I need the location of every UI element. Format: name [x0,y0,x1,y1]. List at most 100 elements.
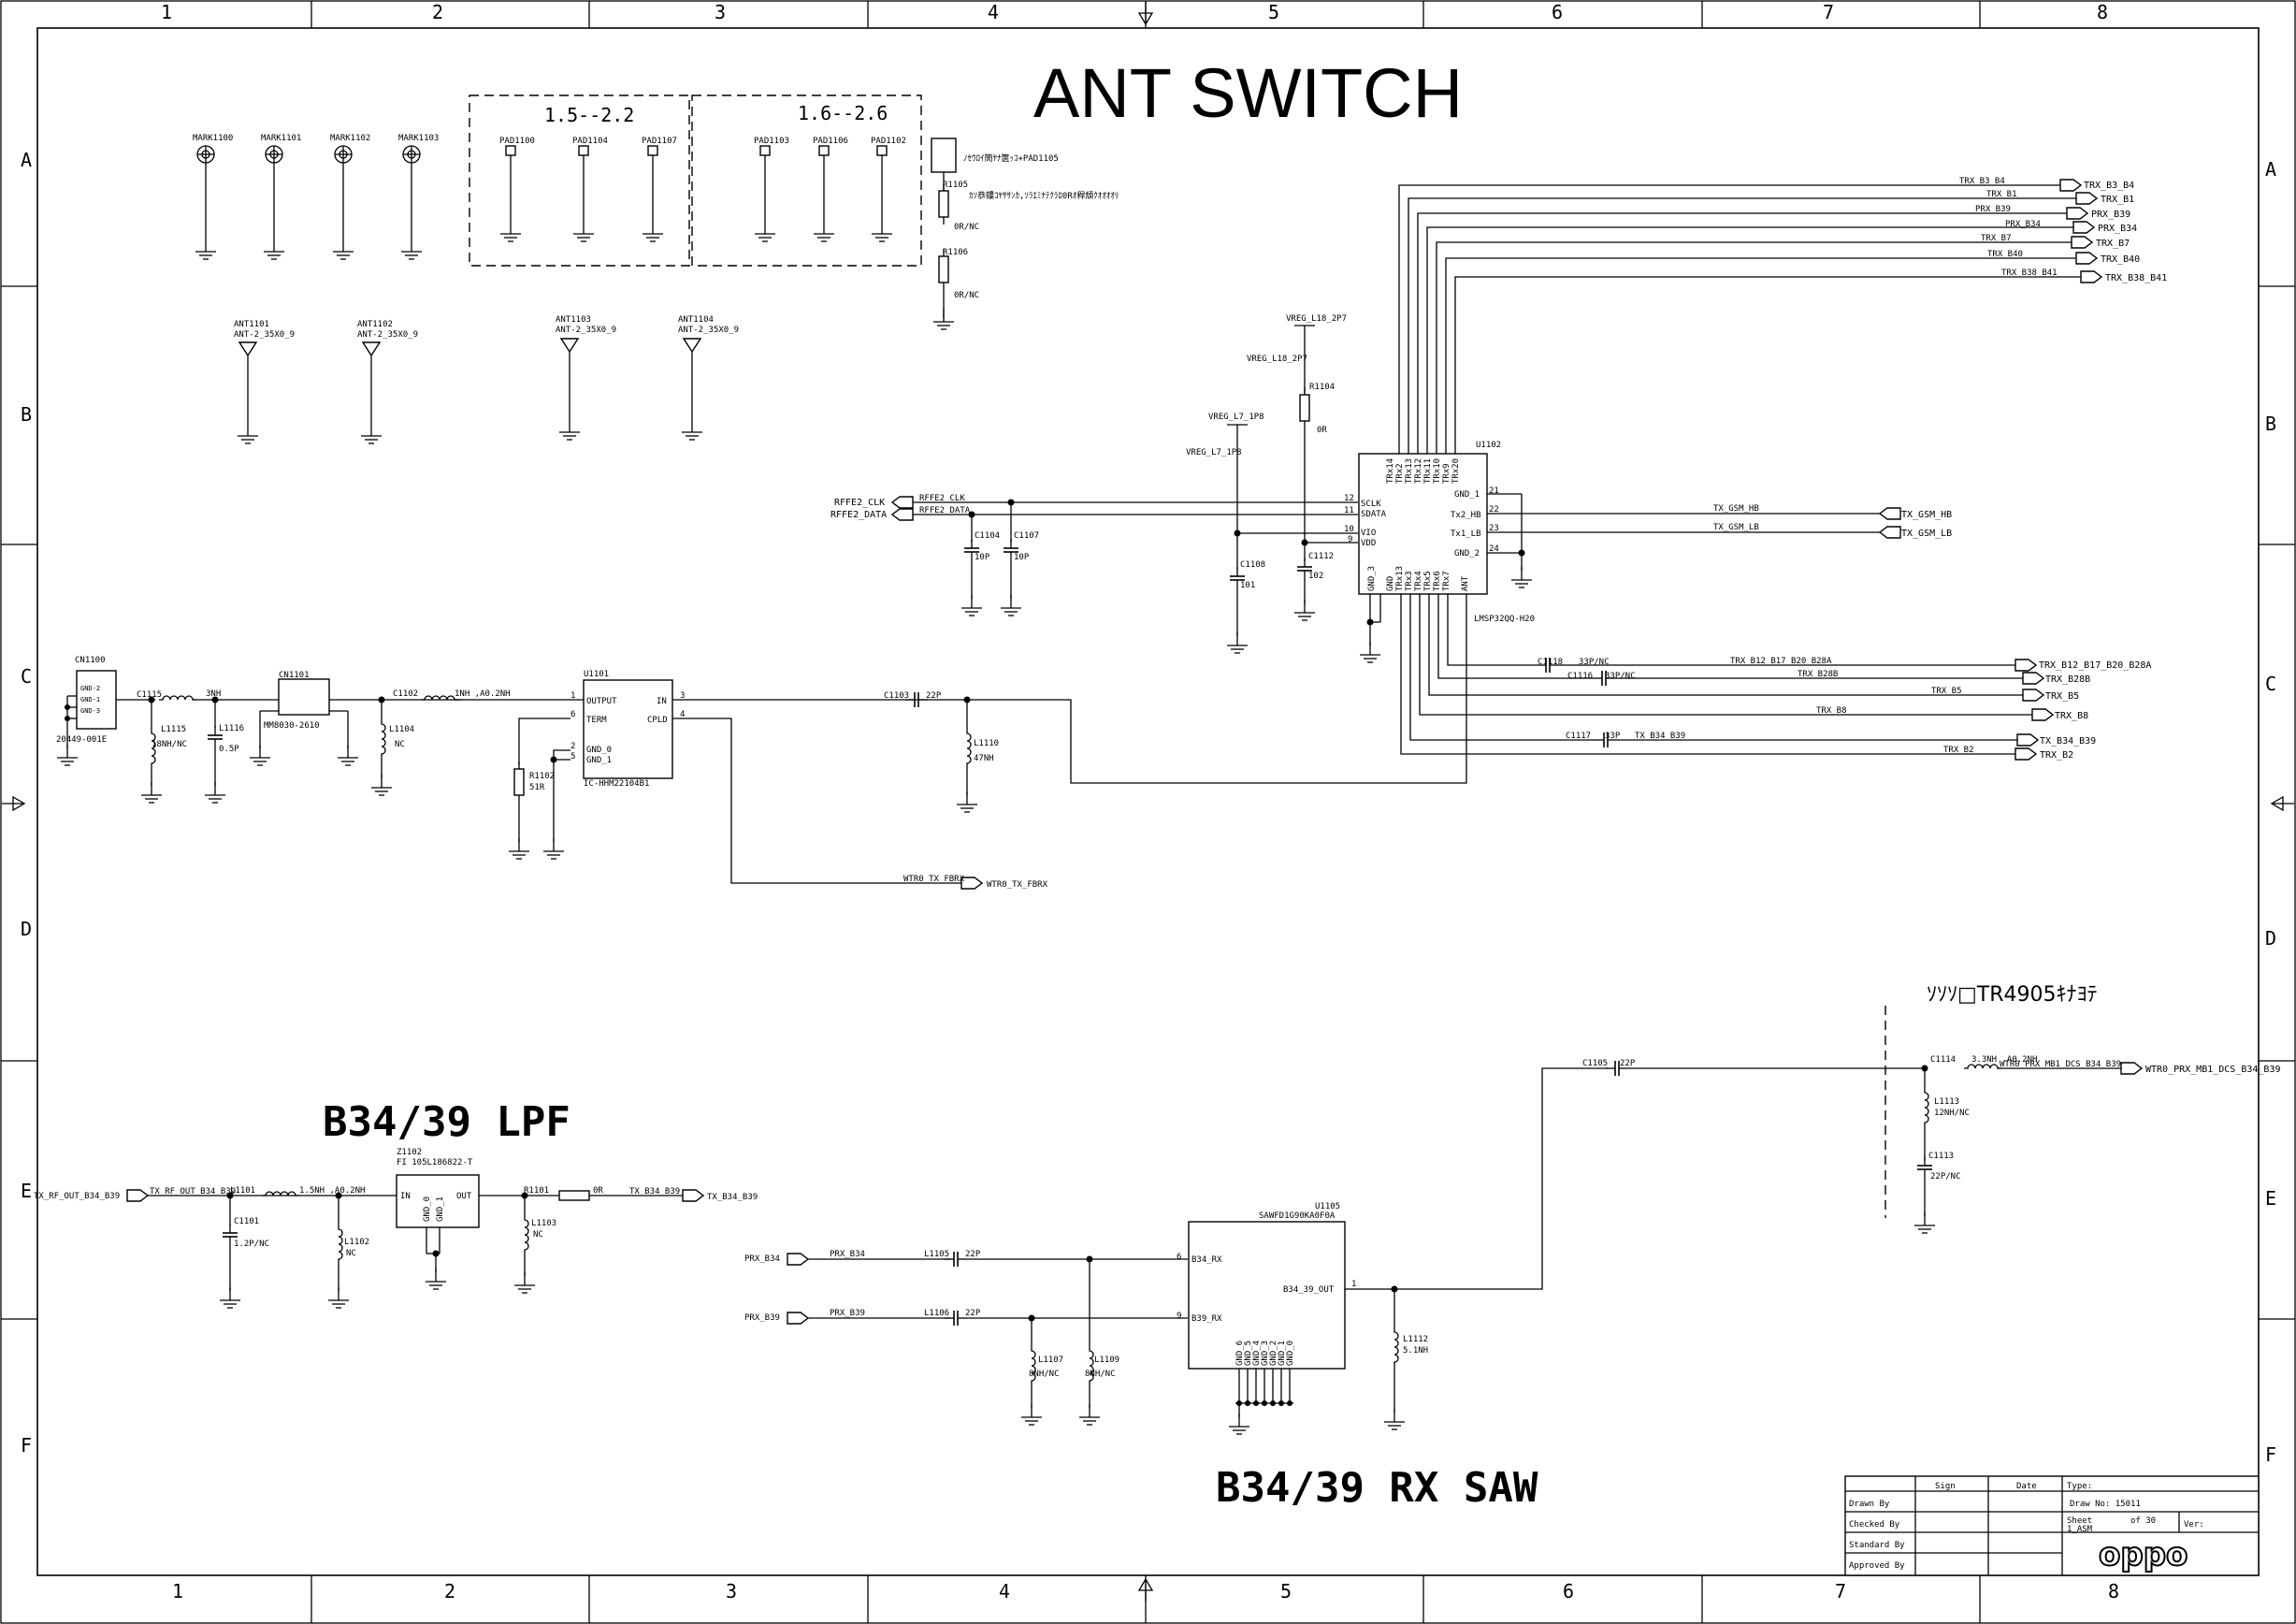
svg-text:VREG_L18_2P7: VREG_L18_2P7 [1247,355,1307,364]
rffe-clk-port-label: RFFE2_CLK [834,498,885,508]
tb-drawn: Drawn By [1849,1500,1890,1509]
svg-text:L1104: L1104 [389,725,414,734]
svg-text:GND_0: GND_0 [423,1196,432,1222]
svg-text:TRx5: TRx5 [1423,571,1433,591]
saw-section: PRX_B34 PRX_B39 PRX_B34 PRX_B39 L1105 L1… [744,1067,1609,1435]
svg-text:TRX_B2: TRX_B2 [1943,746,1974,755]
tb-checked: Checked By [1849,1520,1900,1530]
svg-text:C1108: C1108 [1240,560,1265,570]
svg-text:C1105: C1105 [1582,1059,1608,1068]
range-right-label: 1.6--2.6 [798,102,888,124]
port-prx-b34: PRX_B34 [2098,224,2137,234]
svg-text:20449-001E: 20449-001E [56,735,107,745]
svg-text:B34_39_OUT: B34_39_OUT [1283,1285,1335,1295]
svg-text:R1106: R1106 [943,248,968,257]
port-trx-b8: TRX_B8 [2055,711,2088,721]
zone-col-2: 2 [432,1,443,23]
svg-text:ANT: ANT [1461,575,1470,591]
svg-text:PRX_B34: PRX_B34 [2005,220,2041,229]
svg-text:GND-3: GND-3 [80,707,100,715]
svg-text:PAD1100: PAD1100 [499,137,535,146]
port-tx-b34-b39: TX_B34_B39 [2040,736,2096,747]
svg-text:TRx2: TRx2 [1395,463,1405,484]
u1102-body [1358,453,1488,595]
tb-sign: Sign [1935,1482,1956,1491]
svg-text:TRX_B38_B41: TRX_B38_B41 [2001,268,2058,278]
port-prx-b34-saw: PRX_B34 [744,1254,780,1264]
svg-text:22P: 22P [926,691,942,701]
zone-row-b-r: B [2265,413,2276,435]
zone-col-1b: 1 [172,1580,183,1602]
fiducial-mark: MARK1100 [193,134,233,260]
svg-text:PAD1102: PAD1102 [871,137,906,146]
tb-type: Type: [2067,1482,2092,1491]
svg-text:3.3NH ,A0.2NH: 3.3NH ,A0.2NH [1971,1055,2037,1065]
svg-text:OUTPUT: OUTPUT [586,697,617,706]
u1105-body [1188,1221,1346,1370]
pad: PAD1104 [572,137,608,242]
tb-ver: Ver: [2184,1520,2204,1530]
svg-text:0R: 0R [593,1186,603,1196]
svg-text:SDATA: SDATA [1361,510,1387,519]
svg-text:12: 12 [1344,494,1354,503]
zone-row-f-r: F [2265,1443,2276,1466]
port-trx-b3-b4: TRX_B3_B4 [2084,181,2134,191]
svg-text:TRx9: TRx9 [1442,463,1451,484]
svg-text:VDD: VDD [1361,539,1376,548]
svg-text:RFFE2_DATA: RFFE2_DATA [919,506,971,515]
svg-text:OUT: OUT [456,1192,472,1201]
pad: PAD1102 [871,137,906,242]
svg-text:GND_1: GND_1 [1454,490,1480,500]
pad1105-shape [931,138,957,173]
range-box-right [691,94,922,267]
zone-col-3: 3 [715,1,726,23]
svg-text:5: 5 [570,752,575,761]
port-trx-b1: TRX_B1 [2101,195,2134,205]
svg-text:TRX_B1: TRX_B1 [1986,190,2017,199]
svg-text:CN1101: CN1101 [279,671,310,680]
vreg-section: VREG_L18_2P7 VREG_L18_2P7 R1104 0R VREG_… [1186,314,1347,543]
svg-text:22P/NC: 22P/NC [1930,1172,1961,1182]
svg-text:1NH ,A0.2NH: 1NH ,A0.2NH [455,689,511,699]
svg-text:PAD1104: PAD1104 [572,137,608,146]
svg-text:9: 9 [1177,1312,1181,1321]
svg-text:Z1102: Z1102 [397,1148,422,1157]
port-trx-b28b: TRX_B28B [2045,674,2090,685]
svg-text:C1102: C1102 [393,689,418,699]
svg-text:10P: 10P [975,553,990,562]
svg-text:GND_2: GND_2 [1454,549,1480,558]
u1102-switch: U1102 LMSP32QQ-H20 SCLK SDATA VIO VDD 12… [1344,441,1535,663]
u1102-top-pins: TRx14 TRx2 TRx13 TRx12 TRx11 TRx10 TRx9 … [1367,458,1470,591]
svg-text:0.5P: 0.5P [219,745,239,754]
zone-col-2b: 2 [444,1580,455,1602]
svg-text:MM8030-2610: MM8030-2610 [264,721,320,731]
u1101-coupler: U1101 IC-HHM22104B1 OUTPUT TERM GND_0 GN… [508,670,1048,890]
svg-text:51R: 51R [529,783,545,792]
svg-text:MARK1103: MARK1103 [398,134,439,143]
svg-text:C1101: C1101 [234,1217,259,1226]
svg-text:TRx10: TRx10 [1433,458,1442,484]
svg-text:11: 11 [1344,506,1354,515]
zone-col-7b: 7 [1835,1580,1846,1602]
svg-text:GND_1: GND_1 [586,756,612,765]
antenna: ANT1101 ANT-2_35X0_9 [234,320,295,444]
svg-text:C1117: C1117 [1566,732,1591,741]
port-wtr0-prx-mb1: WTR0_PRX_MB1_DCS_B34_B39 [2145,1065,2281,1075]
svg-text:ANT1102: ANT1102 [357,320,393,329]
tb-sheet: Sheet [2067,1516,2092,1526]
svg-text:GND_2: GND_2 [1269,1341,1278,1366]
zone-col-8b: 8 [2108,1580,2119,1602]
port-prx-b39: PRX_B39 [2091,210,2130,220]
svg-text:RFFE2_CLK: RFFE2_CLK [919,494,965,503]
svg-text:PRX_B39: PRX_B39 [830,1309,865,1318]
svg-text:TRx6: TRx6 [1433,571,1442,591]
port-prx-b39-saw: PRX_B39 [744,1313,780,1323]
zone-row-d-r: D [2265,927,2276,950]
svg-text:PRX_B34: PRX_B34 [830,1250,865,1259]
svg-text:TRX_B3_B4: TRX_B3_B4 [1959,177,2005,186]
svg-text:23: 23 [1489,524,1499,533]
svg-text:Tx2_HB: Tx2_HB [1451,511,1481,520]
svg-text:TX_B34_B39: TX_B34_B39 [1635,732,1685,741]
svg-text:GND-1: GND-1 [80,696,100,703]
